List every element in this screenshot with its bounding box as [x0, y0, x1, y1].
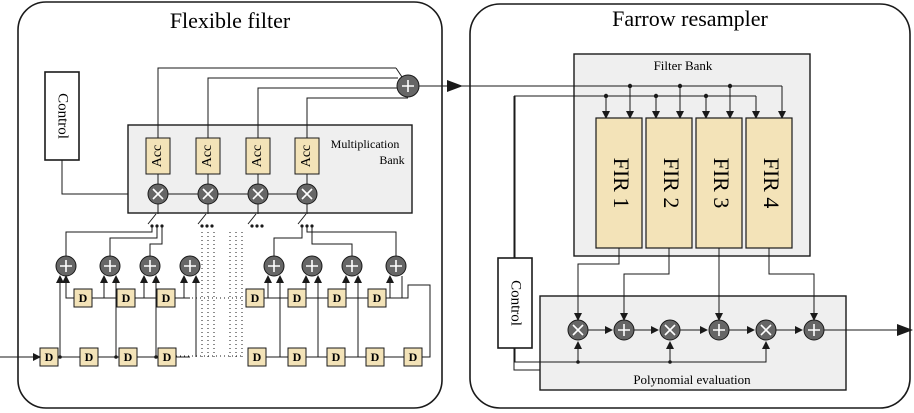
plus-icon	[402, 80, 414, 92]
top-adder	[396, 74, 420, 98]
delay-label: D	[163, 350, 172, 364]
fir-label: FIR 1	[609, 158, 634, 209]
plus-icon	[385, 255, 407, 277]
adder-row-right	[263, 255, 407, 277]
delay-label: D	[162, 291, 171, 305]
delay-label: D	[253, 350, 262, 364]
delay-label: D	[124, 350, 133, 364]
plus-icon	[708, 319, 730, 341]
acc-label: Acc	[150, 145, 165, 168]
farrow-control-block: Control	[497, 257, 533, 349]
poly-ops	[567, 319, 825, 341]
fir-block-3: FIR 3	[695, 117, 743, 249]
plus-icon	[139, 255, 161, 277]
filter-bank-label: Filter Bank	[654, 58, 713, 73]
plus-icon	[179, 255, 201, 277]
multiply-icon	[247, 183, 269, 205]
acc-label: Acc	[250, 145, 265, 168]
fir-block-4: FIR 4	[745, 117, 793, 249]
polynomial-evaluation: Polynomial evaluation	[539, 295, 847, 391]
acc-label: Acc	[200, 145, 215, 168]
acc-column-1: Acc	[145, 137, 171, 175]
multiply-icon	[659, 319, 681, 341]
multiply-icon	[147, 183, 169, 205]
plus-icon	[99, 255, 121, 277]
multiply-icon	[755, 319, 777, 341]
polynomial-evaluation-label: Polynomial evaluation	[633, 372, 751, 387]
multiply-icon	[197, 183, 219, 205]
multiplication-bank-label-line2: Bank	[379, 153, 404, 167]
multiply-icon	[296, 183, 318, 205]
delay-label: D	[251, 291, 260, 305]
delay-label: D	[85, 350, 94, 364]
delay-label: D	[293, 350, 302, 364]
fir-label: FIR 4	[759, 158, 784, 209]
farrow-resampler-panel: Farrow resampler Filter Bank FIR 1	[462, 3, 913, 409]
control-block: Control	[44, 71, 80, 161]
flexible-filter-title: Flexible filter	[170, 8, 291, 33]
multiply-icon	[567, 319, 589, 341]
farrow-resampler-title: Farrow resampler	[612, 6, 768, 31]
delay-label: D	[293, 291, 302, 305]
delay-label: D	[45, 350, 54, 364]
plus-icon	[803, 319, 825, 341]
lower-delay-chain: D D D D D D D D D	[39, 347, 423, 367]
farrow-control-label: Control	[508, 280, 524, 326]
plus-icon	[341, 255, 363, 277]
fir-block-1: FIR 1	[595, 117, 643, 249]
multiplication-bank-label-line1: Multiplication	[331, 137, 400, 151]
delay-label: D	[122, 291, 131, 305]
fir-label: FIR 2	[659, 158, 684, 209]
plus-icon	[613, 319, 635, 341]
plus-icon	[263, 255, 285, 277]
acc-label: Acc	[299, 145, 314, 168]
acc-column-4: Acc	[294, 137, 320, 175]
adder-row-left	[55, 255, 201, 277]
fir-label: FIR 3	[709, 158, 734, 209]
plus-icon	[55, 255, 77, 277]
fir-block-2: FIR 2	[645, 117, 693, 249]
delay-label: D	[333, 291, 342, 305]
delay-label: D	[373, 291, 382, 305]
delay-label: D	[409, 350, 418, 364]
control-label: Control	[55, 93, 71, 139]
plus-icon	[301, 255, 323, 277]
delay-label: D	[79, 291, 88, 305]
flexible-filter-panel: Flexible filter Control Multiplication B…	[0, 1, 463, 409]
delay-label: D	[371, 350, 380, 364]
acc-column-3: Acc	[245, 137, 271, 175]
acc-column-2: Acc	[195, 137, 221, 175]
delay-label: D	[332, 350, 341, 364]
